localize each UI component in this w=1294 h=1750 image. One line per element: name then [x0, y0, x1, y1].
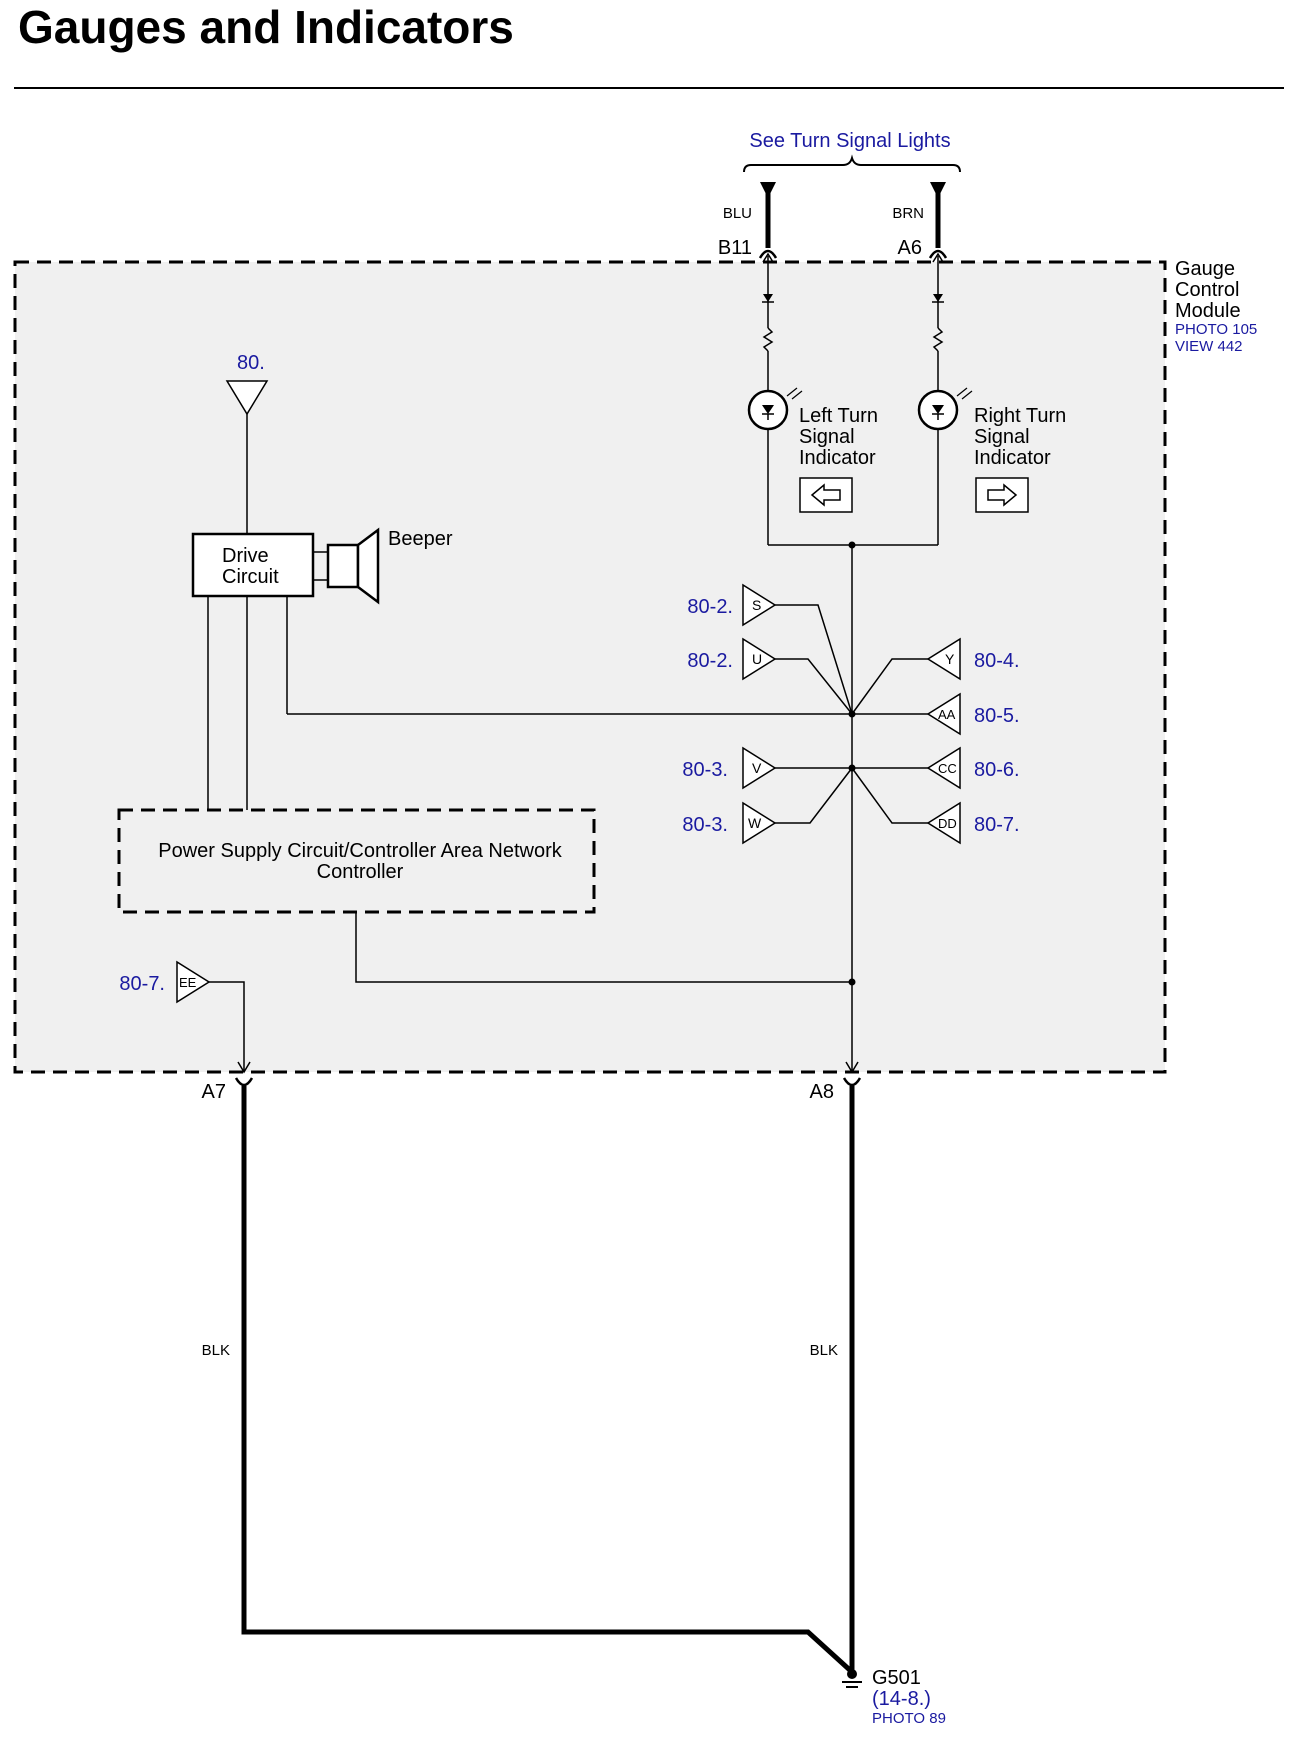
left-arrow-icon [799, 477, 853, 513]
svg-text:AA: AA [938, 707, 956, 722]
ref-page-y[interactable]: 80-4. [974, 650, 1020, 672]
connector-b11: B11 [718, 237, 752, 259]
left-reference-fan [775, 604, 853, 824]
drive-circuit-label-line2: Circuit [222, 566, 279, 588]
right-indicator-label-line1: Right Turn [974, 405, 1066, 427]
blk-ground-wire-a7 [241, 1086, 854, 1674]
reference-bracket [743, 154, 961, 173]
svg-text:CC: CC [938, 761, 957, 776]
right-indicator-label-line3: Indicator [974, 447, 1051, 469]
ref-page-v[interactable]: 80-3. [682, 759, 728, 781]
connector-a6: A6 [898, 237, 922, 259]
connector-b11-symbol [758, 249, 778, 259]
right-indicator-label-line2: Signal [974, 426, 1030, 448]
blu-wire [760, 182, 776, 248]
left-indicator-circuit [747, 252, 803, 545]
brn-wire-label: BRN [892, 205, 924, 222]
page-title: Gauges and Indicators [18, 1, 514, 53]
ground-id: G501 [872, 1667, 921, 1689]
ref-flag-dd[interactable]: DD [926, 801, 961, 845]
resistor-icon [932, 327, 944, 352]
brn-wire [930, 182, 946, 248]
drive-circuit-label-line1: Drive [222, 545, 269, 567]
ref-flag-w[interactable]: W [742, 801, 777, 845]
module-label-line3: Module [1175, 300, 1241, 322]
controller-ground-wire [355, 912, 852, 983]
left-indicator-label-line1: Left Turn [799, 405, 878, 427]
right-indicator-circuit [917, 252, 973, 545]
module-view-ref[interactable]: VIEW 442 [1175, 338, 1243, 355]
ground-page-ref[interactable]: (14-8.) [872, 1688, 931, 1710]
svg-text:U: U [752, 651, 762, 667]
gauge-control-module-box [13, 260, 1167, 1074]
title-divider [14, 87, 1284, 89]
svg-text:V: V [752, 760, 762, 776]
power-ref-link[interactable]: 80. [237, 352, 265, 374]
connector-a6-symbol [928, 249, 948, 259]
svg-text:W: W [748, 815, 762, 831]
connector-a8: A8 [810, 1081, 834, 1103]
ref-flag-aa[interactable]: AA [926, 692, 961, 736]
svg-text:S: S [752, 597, 761, 613]
ref-page-u[interactable]: 80-2. [687, 650, 733, 672]
ref-page-s[interactable]: 80-2. [687, 596, 733, 618]
blu-wire-label: BLU [723, 205, 752, 222]
right-arrow-icon [975, 477, 1029, 513]
ee-wire [209, 981, 245, 1072]
connector-a7: A7 [202, 1081, 226, 1103]
ref-flag-cc[interactable]: CC [926, 746, 961, 790]
ref-flag-v[interactable]: V [742, 746, 777, 790]
beeper-icon [313, 527, 380, 605]
blk-wire-label-a8: BLK [810, 1342, 838, 1359]
module-label-line1: Gauge [1175, 258, 1235, 280]
ground-icon [842, 1669, 862, 1688]
module-label-line2: Control [1175, 279, 1239, 301]
ref-page-cc[interactable]: 80-6. [974, 759, 1020, 781]
left-indicator-label-line3: Indicator [799, 447, 876, 469]
svg-text:DD: DD [938, 816, 957, 831]
ref-flag-y[interactable]: Y [926, 637, 961, 681]
beeper-label: Beeper [388, 528, 453, 550]
connector-a7-symbol [234, 1077, 254, 1087]
ref-page-aa[interactable]: 80-5. [974, 705, 1020, 727]
ref-page-ee[interactable]: 80-7. [119, 973, 165, 995]
ref-flag-ee[interactable]: EE [176, 960, 211, 1004]
turn-signal-lights-link[interactable]: See Turn Signal Lights [749, 130, 950, 152]
resistor-icon [762, 327, 774, 352]
power-supply-label-line2: Controller [317, 861, 404, 883]
diode-icon [762, 294, 774, 303]
right-reference-fan [851, 658, 928, 824]
power-supply-label-line1: Power Supply Circuit/Controller Area Net… [158, 840, 562, 862]
ref-page-dd[interactable]: 80-7. [974, 814, 1020, 836]
ground-photo-ref[interactable]: PHOTO 89 [872, 1710, 946, 1727]
svg-text:EE: EE [179, 975, 197, 990]
diode-icon [932, 294, 944, 303]
ref-flag-u[interactable]: U [742, 637, 777, 681]
ref-flag-s[interactable]: S [742, 583, 777, 627]
left-indicator-label-line2: Signal [799, 426, 855, 448]
drive-circuit-wires [207, 596, 852, 810]
svg-text:Y: Y [945, 651, 955, 667]
drive-circuit-box [191, 532, 315, 598]
module-photo-ref[interactable]: PHOTO 105 [1175, 321, 1257, 338]
ref-page-w[interactable]: 80-3. [682, 814, 728, 836]
power-ref-flag[interactable] [225, 380, 269, 416]
blk-wire-label-a7: BLK [202, 1342, 230, 1359]
connector-a8-symbol [842, 1077, 862, 1087]
